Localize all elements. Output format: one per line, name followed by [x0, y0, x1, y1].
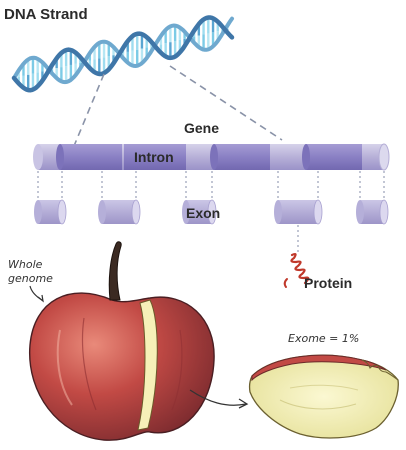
exon-block-edge — [34, 200, 42, 224]
intron-block — [124, 144, 186, 170]
apple-to-slice-arrow — [189, 389, 249, 409]
exon-block-cap — [57, 199, 67, 225]
whole-genome-pointer — [29, 285, 43, 301]
intron-block-edge — [56, 144, 64, 170]
dna-backbone-front — [11, 15, 235, 93]
exon-block-cap — [313, 199, 323, 225]
exon-block-edge — [274, 200, 282, 224]
exon-block — [278, 200, 318, 224]
exon-block-cap — [131, 199, 141, 225]
protein-coil-icon — [283, 252, 310, 288]
apple-icon — [29, 241, 215, 441]
dna-helix-icon — [11, 15, 235, 93]
exon-label: Exon — [186, 205, 220, 221]
exome-label: Exome = 1% — [288, 332, 359, 345]
intron-block — [60, 144, 122, 170]
exon-block-edge — [98, 200, 106, 224]
gene-label: Gene — [184, 120, 219, 136]
intron-block-edge — [210, 144, 218, 170]
exon-block-cap — [379, 199, 389, 225]
intron-label: Intron — [134, 149, 174, 165]
whole-genome-label-line1: Whole — [8, 258, 43, 271]
whole-genome-label-line2: genome — [8, 272, 53, 285]
protein-label: Protein — [304, 275, 352, 291]
intron-block — [306, 144, 362, 170]
intron-block-edge — [302, 144, 310, 170]
apple-slice-icon — [248, 354, 399, 439]
intron-segments — [56, 144, 362, 170]
exon-block-cap — [207, 199, 217, 225]
exon-block-edge — [356, 200, 364, 224]
exon-block — [102, 200, 136, 224]
helix-to-gene-connectors — [73, 65, 283, 147]
intron-block — [214, 144, 270, 170]
exon-block-edge — [182, 200, 190, 224]
dna-strand-label: DNA Strand — [4, 6, 88, 23]
exon-segments — [34, 199, 389, 225]
